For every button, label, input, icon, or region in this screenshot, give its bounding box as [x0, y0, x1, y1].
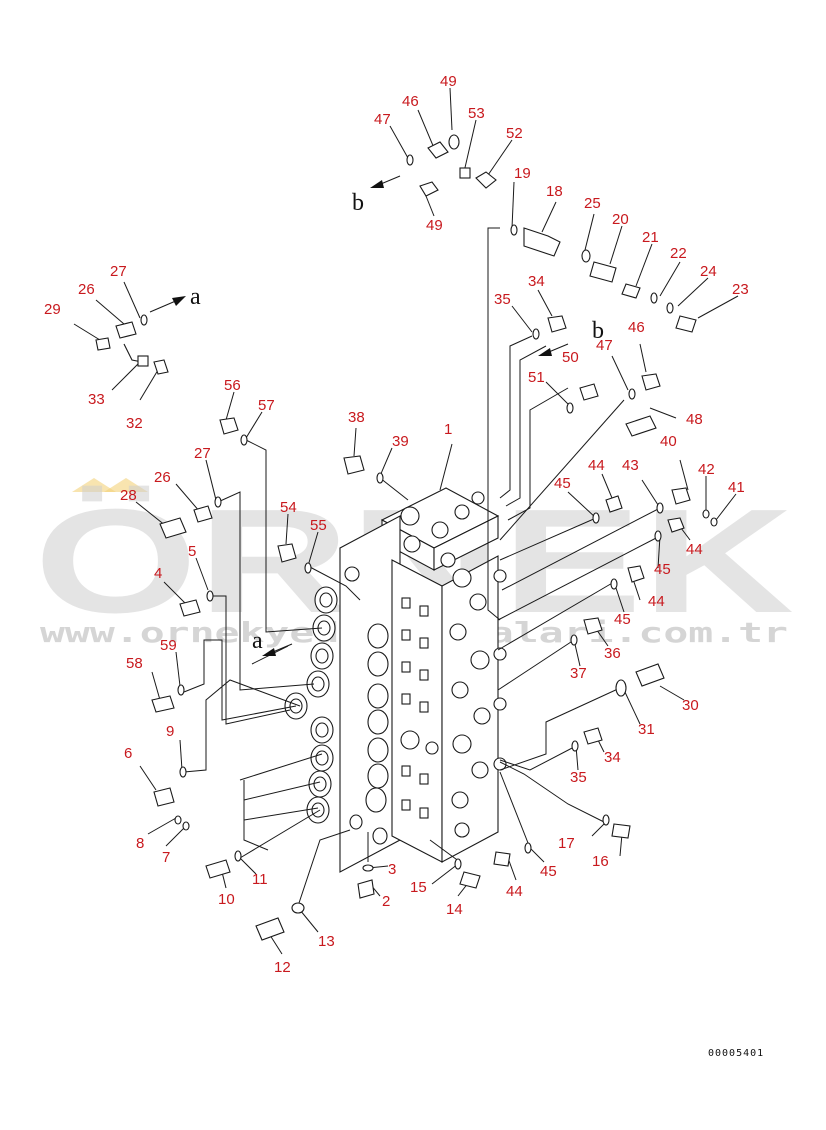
- callout-41: 41: [728, 479, 745, 496]
- arrow-label-b-right: b: [592, 318, 604, 344]
- arrow-label-a-center: a: [252, 628, 263, 654]
- callout-31: 31: [638, 721, 655, 738]
- callout-10: 10: [218, 891, 235, 908]
- callout-59: 59: [160, 637, 177, 654]
- callout-9: 9: [166, 723, 174, 740]
- main-control-valve: [284, 487, 507, 873]
- watermark-logo-accent-2: [104, 478, 148, 492]
- callout-24: 24: [700, 263, 717, 280]
- callout-11: 11: [252, 871, 268, 888]
- callout-25: 25: [584, 195, 601, 212]
- callout-38: 38: [348, 409, 365, 426]
- callout-13: 13: [318, 933, 335, 950]
- callout-40: 40: [660, 433, 677, 450]
- callout-17: 17: [558, 835, 575, 852]
- arrow-label-a-left: a: [190, 284, 201, 310]
- callout-54: 54: [280, 499, 297, 516]
- callout-46-right: 46: [628, 319, 645, 336]
- callout-45-c: 45: [614, 611, 631, 628]
- callout-39: 39: [392, 433, 409, 450]
- callout-20: 20: [612, 211, 629, 228]
- callout-6: 6: [124, 745, 132, 762]
- callout-5: 5: [188, 543, 196, 560]
- callout-18: 18: [546, 183, 563, 200]
- callout-47-top: 47: [374, 111, 391, 128]
- part-callouts: 1 2 3 4 5 6 7 8 9 10 11 12 13 14 15 16 1…: [44, 73, 749, 976]
- callout-21: 21: [642, 229, 659, 246]
- callout-15: 15: [410, 879, 427, 896]
- callout-49-top: 49: [440, 73, 457, 90]
- callout-34-low: 34: [604, 749, 621, 766]
- callout-2: 2: [382, 893, 390, 910]
- callout-3: 3: [388, 861, 396, 878]
- callout-45-b: 45: [654, 561, 671, 578]
- callout-27-mid: 27: [194, 445, 211, 462]
- fittings: [95, 134, 718, 941]
- callout-51: 51: [528, 369, 545, 386]
- callout-48: 48: [686, 411, 703, 428]
- callout-56: 56: [224, 377, 241, 394]
- arrow-label-b-top: b: [352, 190, 364, 216]
- callout-37: 37: [570, 665, 587, 682]
- callout-23: 23: [732, 281, 749, 298]
- callout-8: 8: [136, 835, 144, 852]
- callout-22: 22: [670, 245, 687, 262]
- callout-44-d: 44: [506, 883, 523, 900]
- callout-7: 7: [162, 849, 170, 866]
- callout-28: 28: [120, 487, 137, 504]
- watermark-logo-accent-1: [72, 478, 116, 492]
- callout-26-mid: 26: [154, 469, 171, 486]
- direction-arrows: [149, 175, 569, 656]
- callout-45-d: 45: [540, 863, 557, 880]
- callout-45-a: 45: [554, 475, 571, 492]
- callout-52: 52: [506, 125, 523, 142]
- callout-43: 43: [622, 457, 639, 474]
- callout-34-top: 34: [528, 273, 545, 290]
- callout-44-a: 44: [588, 457, 605, 474]
- callout-32: 32: [126, 415, 143, 432]
- callout-44-b: 44: [686, 541, 703, 558]
- callout-4: 4: [154, 565, 162, 582]
- callout-47-right: 47: [596, 337, 613, 354]
- callout-50: 50: [562, 349, 579, 366]
- callout-33: 33: [88, 391, 105, 408]
- callout-44-c: 44: [648, 593, 665, 610]
- callout-29: 29: [44, 301, 61, 318]
- drawing-code: 00005401: [708, 1048, 764, 1059]
- callout-57: 57: [258, 397, 275, 414]
- callout-1: 1: [444, 421, 452, 438]
- callout-53: 53: [468, 105, 485, 122]
- callout-42: 42: [698, 461, 715, 478]
- callout-19: 19: [514, 165, 531, 182]
- callout-27-top: 27: [110, 263, 127, 280]
- callout-16: 16: [592, 853, 609, 870]
- callout-12: 12: [274, 959, 291, 976]
- callout-30: 30: [682, 697, 699, 714]
- callout-55: 55: [310, 517, 327, 534]
- callout-49-lower: 49: [426, 217, 443, 234]
- callout-35-top: 35: [494, 291, 511, 308]
- callout-46-top: 46: [402, 93, 419, 110]
- callout-26-top: 26: [78, 281, 95, 298]
- callout-36: 36: [604, 645, 621, 662]
- callout-35-low: 35: [570, 769, 587, 786]
- callout-14: 14: [446, 901, 463, 918]
- callout-58: 58: [126, 655, 143, 672]
